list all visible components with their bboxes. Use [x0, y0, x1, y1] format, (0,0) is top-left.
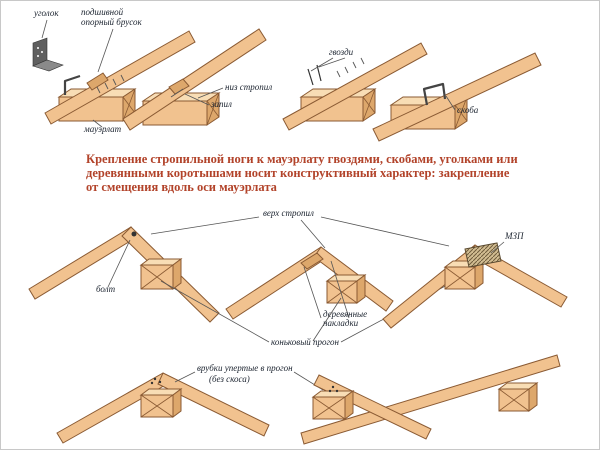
- end-grain-cross: [498, 388, 530, 412]
- caption-line1: Крепление стропильной ноги к мауэрлату г…: [86, 152, 518, 166]
- bracket-hole: [41, 51, 43, 53]
- staple-fastener: [422, 82, 447, 106]
- label-gvozdi: гвозди: [329, 47, 354, 57]
- nail-dot: [150, 381, 154, 385]
- end-grain-cross: [206, 92, 220, 126]
- notch-piece: [168, 78, 190, 95]
- diagram-rafter-mauerlat-staple: скоба: [372, 52, 542, 142]
- leader-line: [445, 95, 456, 111]
- nail-dot: [335, 389, 339, 393]
- diagram-notched-ridge-left: [56, 372, 270, 444]
- notch-cut-line: [170, 88, 184, 98]
- diagram-rafter-mauerlat-notch: низ стропил запил: [122, 28, 272, 131]
- rafter-beam: [372, 52, 542, 142]
- leader-line: [303, 266, 322, 319]
- label-podshivnoy-line1: подшивной: [81, 7, 124, 17]
- end-grain-cross: [312, 396, 346, 420]
- leader-line: [92, 119, 103, 128]
- rafter-left: [28, 226, 138, 300]
- diagram-ridge-bolt: болт: [28, 226, 220, 323]
- rafter-right: [157, 372, 270, 437]
- label-podshivnoy-line2: опорный брусок: [81, 17, 142, 27]
- diagram-rafter-mauerlat-nails: гвозди: [282, 42, 428, 131]
- diagram-notched-ridge-right: [300, 354, 561, 445]
- end-grain-cross: [326, 280, 358, 304]
- leader-line: [300, 219, 326, 249]
- diagram-rafter-mauerlat-angle-bracket: уголок подшивной опорный брусок мауэрлат: [32, 7, 196, 134]
- label-verkh-stropil: верх стропил: [263, 208, 314, 218]
- leader-line: [318, 57, 346, 68]
- leader-line: [197, 87, 224, 99]
- leader-line: [41, 19, 48, 39]
- ridge-beam-end-face: [172, 258, 182, 290]
- label-konkovy-progon: коньковый прогон: [271, 337, 340, 347]
- nail-hatch-marks: [96, 74, 125, 94]
- leader-line: [174, 371, 196, 383]
- joint-angle-bracket: [63, 74, 81, 95]
- ridge-beam-end-face: [344, 390, 354, 420]
- leader-line: [490, 241, 505, 254]
- caption-block: Крепление стропильной ноги к мауэрлату г…: [86, 152, 518, 194]
- rafter-beam: [282, 42, 428, 131]
- rafter-beam: [44, 30, 196, 125]
- ridge-beam-end-face: [528, 382, 538, 412]
- ridge-beam-end-face: [172, 388, 182, 418]
- label-nakladki-line2: накладки: [323, 318, 359, 328]
- label-skoba: скоба: [457, 105, 479, 115]
- angle-bracket-icon-flange: [32, 59, 64, 72]
- nail-dot: [153, 377, 157, 381]
- support-block: [86, 72, 109, 91]
- end-grain-cross: [140, 394, 174, 418]
- label-vrubki-line2: (без скоса): [209, 374, 250, 384]
- label-mauerlat: мауэрлат: [83, 124, 122, 134]
- leader-line: [184, 93, 210, 106]
- end-grain-cross: [444, 266, 476, 290]
- end-grain-cross: [122, 88, 136, 122]
- rafter-long: [300, 354, 561, 445]
- label-ugolok: уголок: [33, 8, 59, 18]
- leader-line: [107, 239, 131, 288]
- leader-line: [320, 216, 450, 247]
- leader-line: [312, 297, 342, 342]
- metal-tooth-plate: [464, 242, 502, 268]
- label-zapil: запил: [210, 99, 232, 109]
- leader-line: [150, 216, 260, 235]
- nail-dot: [328, 389, 332, 393]
- end-grain-cross: [362, 88, 376, 122]
- end-grain-cross: [454, 96, 468, 130]
- caption-line3: от смещения вдоль оси мауэрлата: [86, 180, 278, 194]
- label-niz-stropil: низ стропил: [225, 82, 272, 92]
- label-nakladki-line1: деревянные: [323, 309, 367, 319]
- leader-line: [160, 280, 270, 343]
- caption-line2: деревянными коротышами носит конструктив…: [86, 166, 510, 180]
- label-bolt: болт: [96, 284, 116, 294]
- nail-dot: [158, 380, 162, 384]
- wooden-plate: [300, 252, 324, 270]
- nail-dot: [331, 385, 335, 389]
- diagram-ridge-mzp: МЗП: [382, 231, 568, 329]
- bracket-hole: [37, 55, 39, 57]
- leader-line: [310, 57, 334, 72]
- bracket-hole: [37, 47, 39, 49]
- leader-line: [97, 28, 114, 73]
- bolt-head: [131, 231, 137, 237]
- label-vrubki-line1: врубки упертые в прогон: [197, 363, 293, 373]
- label-mzp: МЗП: [504, 231, 524, 241]
- diagram-ridge-wooden-plates: деревянные накладки коньковый прогон: [160, 246, 450, 347]
- leader-line: [330, 260, 350, 319]
- ridge-beam-end-face: [356, 274, 366, 304]
- nails: [307, 64, 322, 86]
- nail-hatch-marks: [336, 57, 365, 78]
- rafter-beam: [122, 28, 267, 131]
